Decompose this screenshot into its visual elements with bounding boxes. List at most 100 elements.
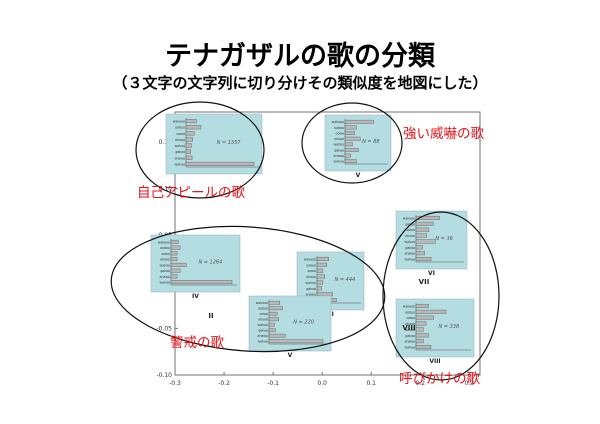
cluster-row-label: gakaa xyxy=(175,150,185,154)
cluster-row-label: ahooo xyxy=(306,275,316,279)
cluster-bar xyxy=(170,274,178,279)
cluster-row-label: oowa xyxy=(177,132,186,136)
x-tick-label: 0.2 xyxy=(415,380,425,387)
cluster-row-label: wahoo xyxy=(306,281,317,285)
cluster-bar xyxy=(316,280,324,285)
cluster-count: N = 88 xyxy=(362,139,379,145)
cluster-row-label: wakaoo xyxy=(332,120,344,124)
cluster-row-label: wakaoo xyxy=(158,240,170,244)
cluster-label: V xyxy=(288,352,293,359)
cluster-bar xyxy=(344,119,374,124)
cluster-row-label: wahoo xyxy=(405,240,416,244)
cluster-bar xyxy=(415,315,434,320)
cluster-row-label: ahawa xyxy=(405,252,416,256)
cluster-bar xyxy=(170,262,187,267)
cluster-bar xyxy=(415,309,447,314)
cluster-row-label: oowa xyxy=(260,312,269,316)
cluster-row-label: gakaa xyxy=(258,329,268,333)
cluster-row-label: wahaa xyxy=(334,160,345,164)
cluster-row-label: wakaoo xyxy=(173,120,185,124)
cluster-row-label: ahooo xyxy=(160,258,170,262)
cluster-panel-VIII xyxy=(395,298,475,358)
cluster-row-label: gakaa xyxy=(160,269,170,273)
cluster-row-label: wahoo xyxy=(160,263,171,267)
cluster-bar xyxy=(415,245,423,250)
cluster-row-label: ahooo xyxy=(334,137,344,141)
y-tick-label: 0.15 xyxy=(159,139,173,146)
annotation-self-appeal: 自己アピールの歌 xyxy=(137,185,245,201)
x-tick-label: -0.2 xyxy=(218,380,230,387)
cluster-row-label: gakaa xyxy=(306,287,316,291)
cluster-count: N = 1264 xyxy=(198,260,222,266)
cluster-bar xyxy=(268,328,276,333)
cluster-bar xyxy=(268,317,279,322)
cluster-row-label: ahooo xyxy=(258,318,268,322)
cluster-bar xyxy=(415,321,427,326)
cluster-panel-V xyxy=(324,114,392,172)
cluster-row-label: ooboo xyxy=(160,246,170,250)
cluster-label: V xyxy=(356,172,361,179)
cluster-row-label: wakaoo xyxy=(304,257,316,261)
cluster-row-label: gakaa xyxy=(405,334,415,338)
ellipse-warning xyxy=(110,225,386,353)
cluster-bar xyxy=(268,322,275,327)
cluster-row-label: ahawa xyxy=(160,275,171,279)
cluster-row-label: oowa xyxy=(308,269,317,273)
cluster-bar xyxy=(344,148,359,152)
cluster-bar xyxy=(415,227,430,232)
cluster-bar xyxy=(344,142,353,147)
ellipse-calling xyxy=(382,211,500,381)
cluster-bar xyxy=(268,311,278,316)
cluster-bar xyxy=(185,155,193,160)
cluster-bar xyxy=(316,262,327,267)
cluster-label: VI xyxy=(428,270,435,277)
cluster-row-label: wahaa xyxy=(175,162,186,166)
slide-subtitle: （３文字の文字列に切り分けその類似度を地図にした） xyxy=(112,74,488,92)
cluster-bar xyxy=(415,221,434,226)
cluster-row-label: ooboo xyxy=(306,263,316,267)
cluster-bar xyxy=(344,136,361,141)
cluster-row-label: wahaa xyxy=(258,340,269,344)
cluster-bar xyxy=(185,125,202,130)
cluster-row-label: ooboo xyxy=(334,126,344,130)
cluster-bar xyxy=(415,257,432,262)
x-tick-label: -0.1 xyxy=(267,380,279,387)
y-tick-label: 0.10 xyxy=(159,186,173,193)
x-tick-label: 0.1 xyxy=(366,380,376,387)
cluster-row-label: wakaoo xyxy=(256,301,268,305)
cluster-row-label: ahawa xyxy=(258,334,269,338)
annotation-warning: 警戒の歌 xyxy=(170,335,224,351)
cluster-bar xyxy=(185,137,194,142)
cluster-bar xyxy=(415,233,427,238)
cluster-bar xyxy=(185,149,191,154)
cluster-row-label: oowa xyxy=(162,252,171,256)
cluster-row-label: ahooo xyxy=(405,322,415,326)
cluster-row-label: oowa xyxy=(336,131,345,135)
x-tick-label: 0.0 xyxy=(317,380,327,387)
cluster-bar xyxy=(415,345,432,350)
cluster-bar xyxy=(170,280,233,285)
cluster-bar xyxy=(170,245,181,250)
cluster-row-label: wahaa xyxy=(160,281,171,285)
annotation-strong-threat: 強い威嚇の歌 xyxy=(403,126,484,142)
slide-title: テナガザルの歌の分類 xyxy=(165,41,435,72)
cluster-row-label: ahooo xyxy=(175,138,185,142)
cluster-row-label: ahawa xyxy=(306,293,317,297)
cluster-bar xyxy=(415,333,429,338)
cluster-row-label: ooboo xyxy=(405,310,415,314)
cluster-bar xyxy=(170,251,178,256)
cluster-bar xyxy=(170,268,181,273)
cluster-row-label: ahawa xyxy=(334,154,345,158)
cluster-label: VIII xyxy=(429,358,440,365)
cluster-row-label: gakaa xyxy=(334,148,344,152)
cluster-bar xyxy=(185,131,195,136)
cluster-row-label: gakaa xyxy=(405,246,415,250)
cluster-row-label: wahoo xyxy=(175,144,186,148)
cluster-bar xyxy=(268,339,324,344)
cluster-count: N = 444 xyxy=(335,277,356,283)
cluster-bar xyxy=(415,303,429,308)
y-tick-label: -0.05 xyxy=(156,325,172,332)
cluster-row-label: ahawa xyxy=(405,340,416,344)
cluster-bar xyxy=(268,333,286,338)
cluster-bar xyxy=(316,286,322,291)
